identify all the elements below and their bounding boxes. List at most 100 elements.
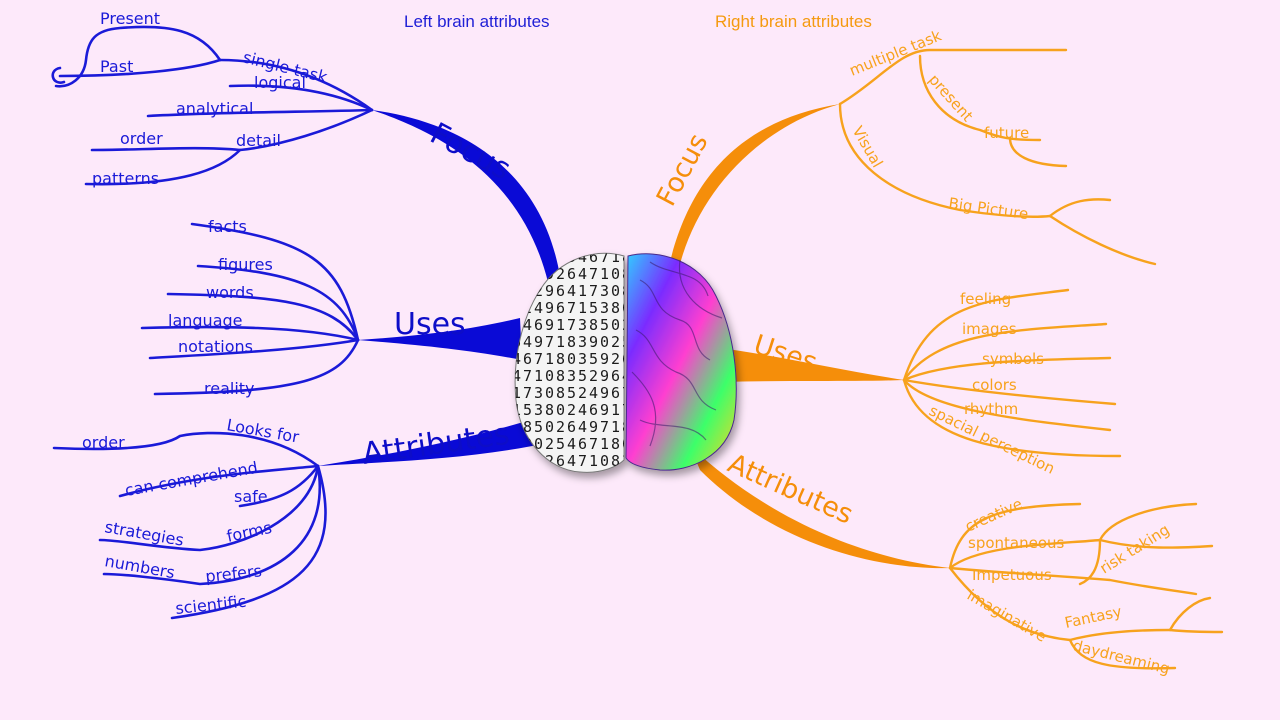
brain-numeral: 9: [589, 418, 598, 436]
brain-numeral: 4: [567, 435, 576, 453]
brain-numeral: 3: [534, 384, 543, 402]
brain-numeral: 8: [556, 350, 565, 368]
brain-numeral: 8: [622, 248, 631, 266]
brain-numeral: 8: [556, 367, 565, 385]
brain-numeral: 2: [622, 316, 631, 334]
brain-numeral: 6: [534, 316, 543, 334]
left-trunks: [318, 110, 560, 466]
left-hemisphere: [514, 252, 625, 473]
right-daydreaming-label: daydreaming: [1071, 636, 1172, 677]
right-colors-label: colors: [972, 376, 1017, 394]
right-visual-label: Visual: [849, 123, 887, 171]
brain-numeral: 4: [567, 282, 576, 300]
brain-numeral: 2: [556, 265, 565, 283]
left-figures-label: figures: [218, 255, 273, 274]
left-prefers-label: prefers: [204, 561, 262, 586]
brain-numeral: 4: [622, 367, 631, 385]
left-attributes-trunk: [318, 412, 556, 466]
right-multiple-task-label: multiple task: [847, 26, 945, 79]
brain-numeral: 1: [611, 248, 620, 266]
brain-numeral: 3: [578, 350, 587, 368]
brain-numeral: 0: [512, 265, 521, 283]
left-forms-label: forms: [225, 518, 274, 546]
brain-numeral: 7: [622, 384, 631, 402]
brain-numeral: 5: [534, 418, 543, 436]
brain-numeral: 0: [600, 452, 609, 470]
brain-numeral: 6: [611, 384, 620, 402]
brain-numeral: 0: [545, 367, 554, 385]
left-brain-heading: Left brain attributes: [404, 12, 550, 31]
brain-numeral: 0: [556, 401, 565, 419]
brain-numeral: 5: [578, 367, 587, 385]
brain-numeral: 6: [556, 452, 565, 470]
brain-numeral: 9: [600, 384, 609, 402]
brain-numeral: 6: [567, 265, 576, 283]
left-numbers-label: numbers: [103, 551, 176, 582]
brain-numeral: 9: [600, 401, 609, 419]
brain-numeral: 8: [611, 299, 620, 317]
brain-numeral: 0: [545, 418, 554, 436]
brain-numeral: 1: [512, 401, 521, 419]
left-looks-for-label: Looks for: [225, 415, 301, 446]
left-words-label: words: [206, 283, 254, 302]
brain-numeral: 6: [578, 435, 587, 453]
left-patterns-label: patterns: [92, 169, 159, 188]
brain-numeral: 4: [578, 401, 587, 419]
brain-numeral: 8: [611, 435, 620, 453]
brain-numeral: 0: [534, 435, 543, 453]
brain-numeral: 9: [545, 299, 554, 317]
right-brain-heading: Right brain attributes: [715, 12, 872, 31]
brain-numeral: 2: [589, 367, 598, 385]
brain-numeral: 7: [600, 248, 609, 266]
brain-numeral: 7: [523, 367, 532, 385]
brain-numeral: 5: [622, 333, 631, 351]
brain-numeral: 6: [622, 350, 631, 368]
brain-numeral: 8: [589, 316, 598, 334]
brain-numeral: 1: [611, 401, 620, 419]
brain-numeral: 5: [523, 401, 532, 419]
brain-numeral: 3: [512, 452, 521, 470]
brain-numeral: 4: [534, 299, 543, 317]
brain-numeral: 0: [622, 435, 631, 453]
right-imaginative-label: imaginative: [964, 586, 1050, 646]
left-reality-label: reality: [204, 379, 255, 398]
brain-numeral: 3: [523, 248, 532, 266]
left-uses-label: Uses: [394, 307, 466, 342]
left-language-label: language: [168, 311, 243, 330]
right-trunks: [670, 104, 950, 569]
brain-numeral: 1: [611, 418, 620, 436]
brain-numeral: 8: [622, 418, 631, 436]
brain-numeral: 7: [567, 299, 576, 317]
brain-numeral: 8: [622, 265, 631, 283]
brain-numeral: 4: [578, 418, 587, 436]
brain-numeral: 3: [523, 265, 532, 283]
brain-numeral: 7: [567, 316, 576, 334]
right-impetuous-label: Impetuous: [972, 566, 1052, 584]
brain-numeral: 8: [512, 248, 521, 266]
brain-numeral: 7: [589, 282, 598, 300]
right-uses-trunk: [720, 348, 904, 382]
right-symbols-label: symbols: [982, 350, 1044, 368]
brain-numeral: 8: [523, 418, 532, 436]
left-labels: Focus Present Past single task logical a…: [82, 9, 516, 618]
brain-numeral: 4: [523, 316, 532, 334]
brain-numeral: 8: [567, 333, 576, 351]
brain-numeral: 4: [578, 248, 587, 266]
brain-numeral: 0: [611, 265, 620, 283]
brain-numeral: 2: [556, 418, 565, 436]
brain-numeral: 6: [611, 367, 620, 385]
left-logical-label: logical: [254, 73, 306, 92]
brain-numeral: 2: [611, 333, 620, 351]
brain-numeral: 5: [523, 282, 532, 300]
brain-numeral: 8: [611, 452, 620, 470]
brain-numeral: 3: [578, 316, 587, 334]
brain-numeral: 6: [567, 418, 576, 436]
brain-numeral: 6: [589, 401, 598, 419]
left-facts-label: facts: [208, 217, 247, 236]
brain-numeral: 7: [545, 333, 554, 351]
brain-numeral: 5: [589, 350, 598, 368]
right-fantasy-label: Fantasy: [1063, 602, 1123, 632]
brain-numeral: 9: [545, 316, 554, 334]
brain-numeral: 1: [556, 316, 565, 334]
